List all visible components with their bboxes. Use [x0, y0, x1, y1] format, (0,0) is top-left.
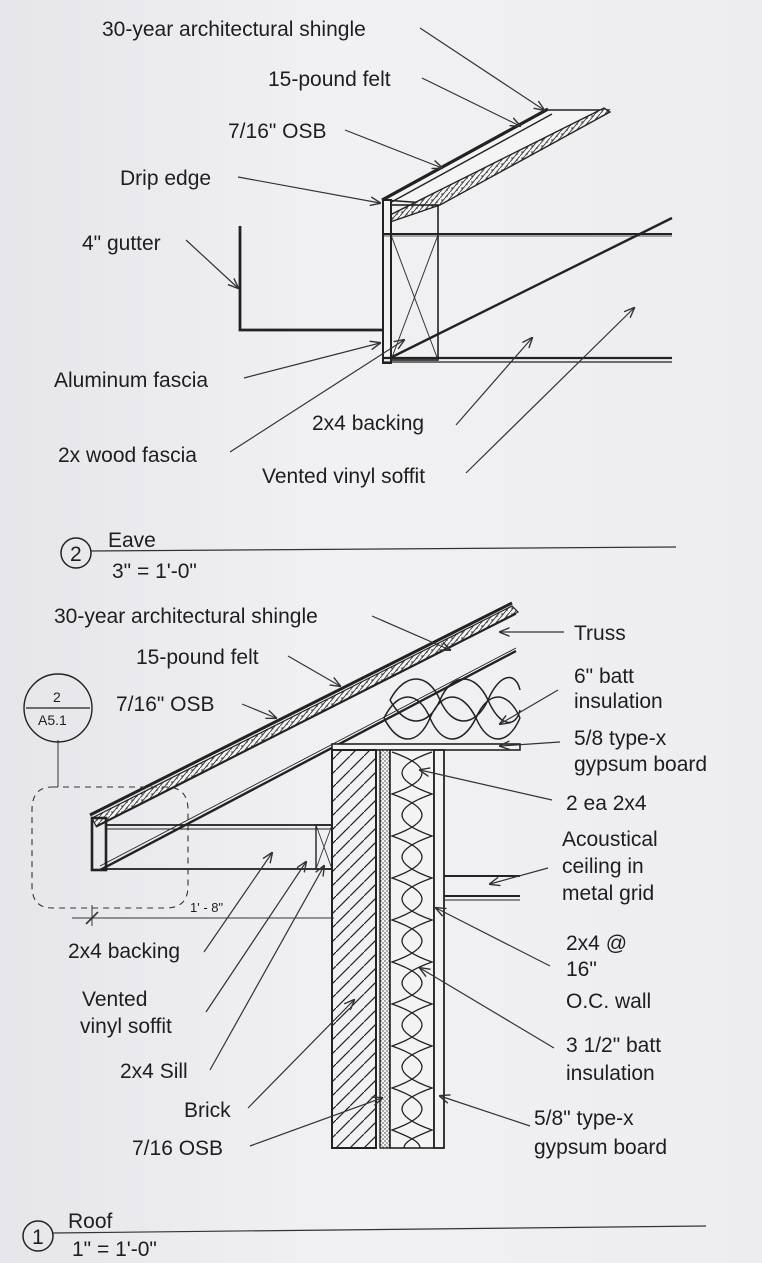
roof-gyp-wall-label-1: 5/8" type-x	[534, 1107, 634, 1130]
roof-wall-label-2: 16"	[566, 958, 597, 981]
roof-detail: 2 A5.1 1' - 8"	[22, 601, 707, 1261]
roof-truss	[99, 649, 517, 872]
eave-felt-label: 15-pound felt	[268, 68, 391, 91]
eave-gutter	[238, 226, 383, 332]
roof-scale: 1" = 1'-0"	[72, 1238, 157, 1261]
roof-detail-tag-sheet: A5.1	[38, 712, 67, 728]
roof-shingle-label: 30-year architectural shingle	[54, 605, 318, 628]
roof-batt35-label-1: 3 1/2" batt	[566, 1034, 661, 1057]
roof-backing	[105, 824, 333, 870]
eave-wood-fascia-label: 2x wood fascia	[58, 444, 197, 467]
roof-soffit-label-1: Vented	[82, 988, 147, 1011]
roof-soffit-label-2: vinyl soffit	[80, 1015, 172, 1038]
roof-callout-number: 1	[32, 1226, 44, 1249]
roof-truss-label: Truss	[574, 622, 626, 645]
roof-overhang-dim-text: 1' - 8"	[190, 900, 223, 915]
eave-backing-label: 2x4 backing	[312, 412, 424, 435]
eave-drip-edge-label: Drip edge	[120, 167, 211, 190]
roof-osb-sheathing	[379, 749, 391, 1149]
roof-detail-tag-number: 2	[53, 689, 61, 705]
roof-backing-label: 2x4 backing	[68, 940, 180, 963]
roof-wall-stud	[389, 749, 435, 1149]
eave-callout-number: 2	[70, 543, 82, 566]
roof-wall-label-3: O.C. wall	[566, 990, 651, 1013]
eave-backing	[390, 204, 439, 361]
roof-osb-label: 7/16" OSB	[116, 693, 215, 716]
roof-acoustical-label-2: ceiling in	[562, 855, 644, 878]
roof-gyp-ceiling-label-2: gypsum board	[574, 753, 707, 776]
roof-detail-tag: 2 A5.1	[23, 673, 93, 743]
roof-batt-insulation	[383, 676, 521, 740]
roof-detail-outline	[31, 786, 189, 909]
roof-osb-layer	[91, 605, 520, 827]
roof-batt35-label-2: insulation	[566, 1062, 655, 1085]
eave-wood-fascia	[382, 199, 392, 364]
roof-gyp-ceiling-label-1: 5/8 type-x	[574, 727, 667, 750]
roof-wall-label-1: 2x4 @	[566, 932, 627, 955]
eave-shingle-label: 30-year architectural shingle	[102, 18, 366, 41]
roof-gyp-wall-label-2: gypsum board	[534, 1136, 667, 1159]
eave-scale: 3" = 1'-0"	[112, 560, 197, 583]
roof-overhang-dimension: 1' - 8"	[72, 900, 334, 926]
roof-felt-label: 15-pound felt	[136, 646, 259, 669]
eave-aluminum-fascia-label: Aluminum fascia	[54, 369, 208, 392]
eave-soffit-label: Vented vinyl soffit	[262, 465, 425, 488]
roof-batt6-label-1: 6" batt	[574, 665, 634, 688]
roof-title-callout: 1 Roof 1" = 1'-0"	[22, 1210, 707, 1261]
roof-wall-batt	[390, 751, 434, 1149]
eave-title-callout: 2 Eave 3" = 1'-0"	[60, 529, 677, 583]
roof-acoustical-label-1: Acoustical	[562, 828, 658, 851]
roof-osb-sheathing-label: 7/16 OSB	[132, 1137, 223, 1160]
roof-sill-label: 2x4 Sill	[120, 1060, 188, 1083]
eave-detail: 30-year architectural shingle 15-pound f…	[54, 18, 677, 583]
roof-brick-wall	[331, 749, 377, 1149]
roof-wall-gypsum	[433, 749, 445, 1149]
eave-title: Eave	[108, 529, 156, 552]
roof-acoustical-label-3: metal grid	[562, 882, 654, 905]
eave-osb-label: 7/16" OSB	[228, 120, 327, 143]
eave-gutter-label: 4" gutter	[82, 232, 161, 255]
roof-brick-label: Brick	[184, 1099, 231, 1122]
roof-top-plate-label: 2 ea 2x4	[566, 792, 647, 815]
roof-batt6-label-2: insulation	[574, 690, 663, 713]
roof-title: Roof	[68, 1210, 113, 1233]
